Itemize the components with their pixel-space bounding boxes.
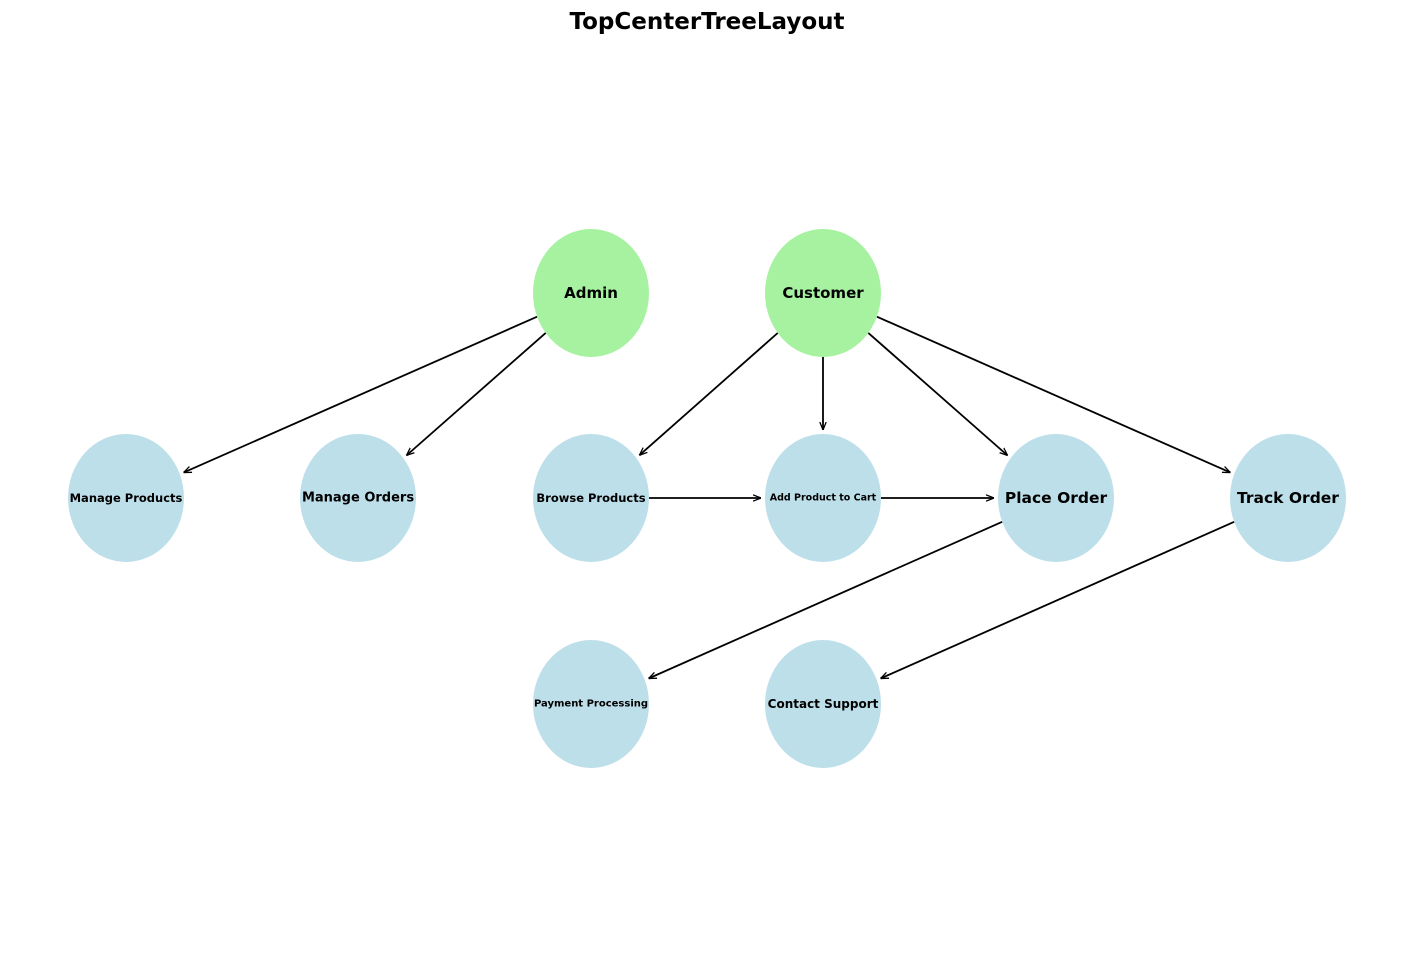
edge-admin-to-manage-products [184,315,538,474]
node-label-manage-products: Manage Products [70,491,183,505]
node-add-product-to-cart: Add Product to Cart [765,434,881,562]
node-shape-admin [533,229,649,357]
edge-customer-to-browse-products [639,332,779,455]
node-contact-support: Contact Support [765,640,881,768]
node-shape-browse-products [533,434,649,562]
node-shape-add-product-to-cart [765,434,881,562]
edge-customer-to-place-order [867,332,1007,456]
node-label-payment-processing: Payment Processing [534,699,648,710]
edge-admin-to-manage-orders [406,332,547,456]
node-label-add-product-to-cart: Add Product to Cart [770,493,877,504]
node-label-browse-products: Browse Products [536,491,645,505]
node-track-order: Track Order [1230,434,1346,562]
node-shape-manage-orders [300,434,416,562]
node-label-place-order: Place Order [1005,489,1108,507]
node-label-admin: Admin [564,284,618,302]
node-shape-track-order [1230,434,1346,562]
node-shape-customer [765,229,881,357]
node-admin: Admin [533,229,649,357]
node-shape-contact-support [765,640,881,768]
node-label-track-order: Track Order [1237,489,1339,507]
node-shape-place-order [998,434,1114,562]
node-browse-products: Browse Products [533,434,649,562]
node-label-customer: Customer [782,284,864,302]
edges-layer [184,315,1235,680]
edge-customer-to-track-order [876,315,1231,474]
node-label-contact-support: Contact Support [768,697,879,711]
node-label-manage-orders: Manage Orders [302,491,414,506]
edge-track-order-to-contact-support [881,520,1235,680]
node-shape-payment-processing [533,640,649,768]
diagram-title: TopCenterTreeLayout [569,9,844,35]
edge-place-order-to-payment-processing [649,520,1003,680]
node-customer: Customer [765,229,881,357]
node-shape-manage-products [68,434,184,562]
node-manage-orders: Manage Orders [300,434,416,562]
node-payment-processing: Payment Processing [533,640,649,768]
node-manage-products: Manage Products [68,434,184,562]
node-place-order: Place Order [998,434,1114,562]
